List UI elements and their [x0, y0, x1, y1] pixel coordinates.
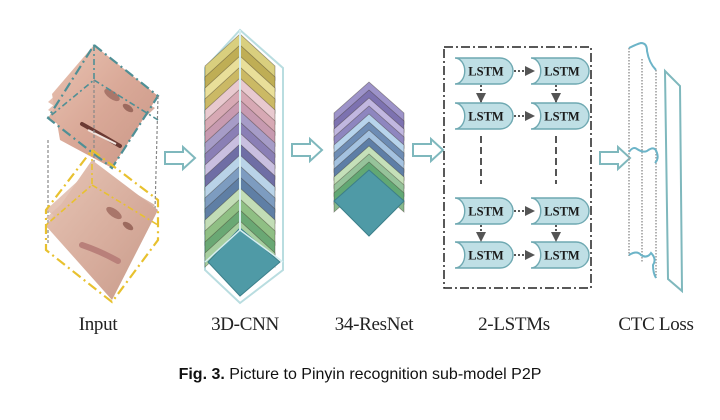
stage-label-resnet: 34-ResNet	[334, 314, 414, 335]
ctc-output-plane	[663, 68, 684, 294]
lstm-stage: LSTM LSTM LSTM LSTM LSTM LSTM LSTM LSTM	[443, 46, 592, 289]
stage-label-input: Input	[78, 314, 118, 335]
lstm-cell-label: LSTM	[544, 205, 580, 219]
input-stage	[44, 44, 160, 304]
input-frames-bottom	[44, 149, 160, 304]
stage-label-lstms: 2-LSTMs	[478, 314, 550, 335]
lstm-block-border	[443, 46, 592, 289]
figure-caption: Fig. 3. Picture to Pinyin recognition su…	[0, 366, 720, 384]
caption-text: Picture to Pinyin recognition sub-model …	[224, 366, 542, 383]
lstm-cell: LSTM	[454, 102, 514, 130]
lstm-cell-label: LSTM	[468, 249, 504, 263]
flow-arrow-icon	[291, 136, 324, 164]
input-connector-line	[154, 95, 159, 211]
lstm-cell-label: LSTM	[468, 110, 504, 124]
cnn-3d-stage	[204, 28, 284, 305]
lstm-cell-label: LSTM	[468, 65, 504, 79]
ctc-wave-mid	[628, 147, 659, 164]
flow-arrow-icon	[412, 136, 445, 164]
lstm-cell: LSTM	[454, 241, 514, 269]
flow-arrow-icon	[599, 144, 632, 172]
resnet-stage	[333, 81, 405, 237]
lstm-cell: LSTM	[530, 197, 590, 225]
ctc-loss-stage	[628, 41, 684, 294]
stage-label-ctc: CTC Loss	[618, 314, 694, 335]
lstm-cell: LSTM	[530, 102, 590, 130]
lstm-cell: LSTM	[530, 57, 590, 85]
lstm-cell-label: LSTM	[544, 249, 580, 263]
lstm-cell-label: LSTM	[544, 65, 580, 79]
ctc-wave-bottom	[628, 251, 657, 279]
resnet-base-block	[333, 169, 405, 237]
flow-arrow-icon	[164, 144, 197, 172]
lstm-cell-label: LSTM	[468, 205, 504, 219]
lstm-cell: LSTM	[454, 57, 514, 85]
input-frames-top	[46, 44, 160, 170]
ctc-wave-top	[628, 41, 657, 71]
caption-prefix: Fig. 3.	[178, 366, 225, 383]
lstm-cell: LSTM	[530, 241, 590, 269]
lstm-cell-label: LSTM	[544, 110, 580, 124]
stage-label-3dcnn: 3D-CNN	[211, 314, 279, 335]
p2p-architecture-diagram: LSTM LSTM LSTM LSTM LSTM LSTM LSTM LSTM	[44, 28, 684, 305]
lstm-cell: LSTM	[454, 197, 514, 225]
